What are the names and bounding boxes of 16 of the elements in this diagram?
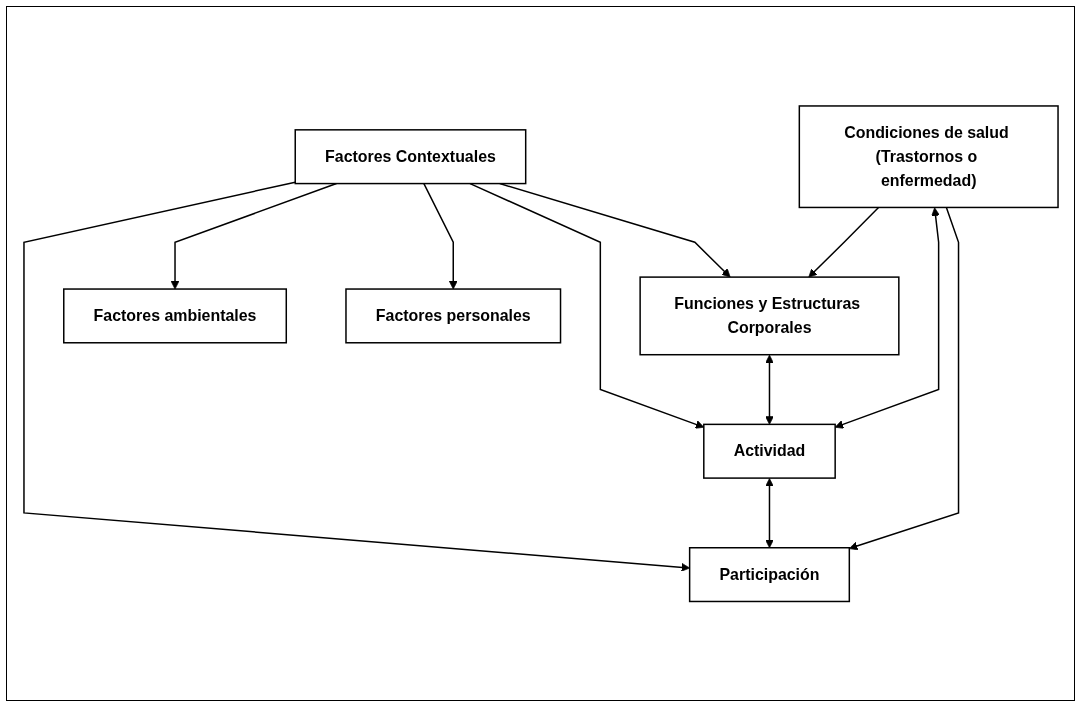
arrow [764, 477, 774, 548]
arrow [764, 354, 774, 425]
node-box: Factores personales [344, 288, 561, 344]
arrow [807, 206, 879, 278]
arrow [422, 182, 458, 290]
arrow [468, 182, 704, 429]
node-box: Factores Contextuales [294, 128, 526, 185]
arrow [834, 207, 940, 429]
arrow [848, 206, 959, 551]
node-box: Condiciones de salud (Trastornos o enfermedad) [798, 105, 1059, 208]
arrow [22, 181, 690, 572]
node-box: Participación [688, 546, 850, 602]
node-box: Actividad [702, 423, 836, 479]
arrow [170, 182, 337, 290]
node-box: Factores ambientales [62, 288, 287, 344]
node-box: Funciones y Estructuras Corporales [638, 276, 900, 356]
